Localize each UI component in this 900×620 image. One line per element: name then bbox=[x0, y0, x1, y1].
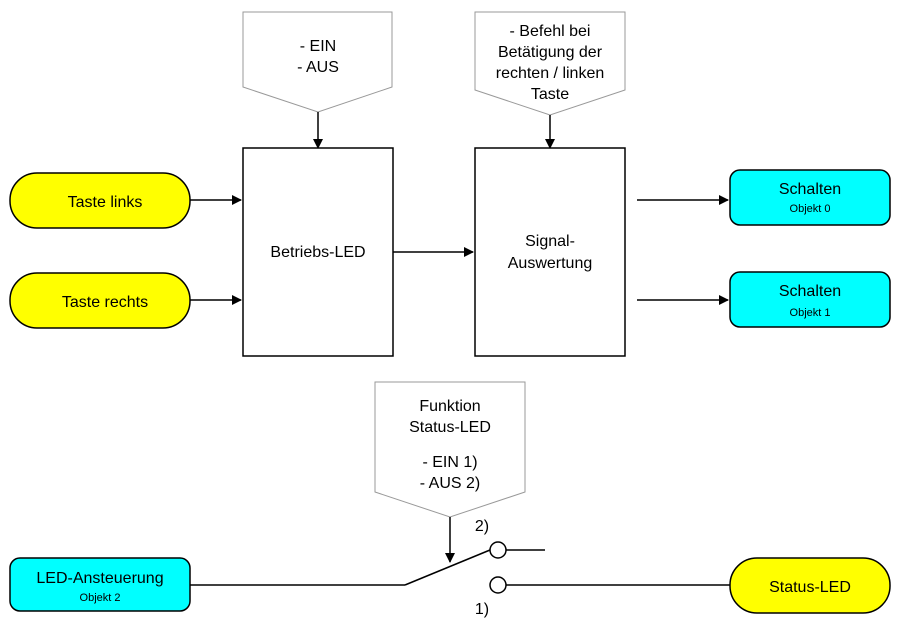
output-object: Objekt 0 bbox=[790, 203, 831, 215]
switch-lever bbox=[404, 549, 491, 586]
input-led-ansteuerung-objekt-2: LED-Ansteuerung Objekt 2 bbox=[9, 557, 191, 612]
pentagon-line: rechten / linken bbox=[496, 65, 605, 82]
block-betriebs-led: Betriebs-LED bbox=[242, 147, 394, 357]
output-label: Status-LED bbox=[769, 579, 851, 596]
pentagon-line: Status-LED bbox=[409, 419, 491, 436]
output-status-led: Status-LED bbox=[729, 557, 891, 614]
parameter-pentagon-ein-aus: - EIN - AUS bbox=[242, 11, 393, 113]
pentagon-line: Funktion bbox=[419, 398, 480, 415]
pentagon-line: Taste bbox=[531, 86, 569, 103]
input-label: Taste links bbox=[68, 194, 143, 211]
input-label: Taste rechts bbox=[62, 294, 148, 311]
output-object: Objekt 1 bbox=[790, 307, 831, 319]
pentagon-line: Betätigung der bbox=[498, 44, 603, 61]
contact-1 bbox=[489, 576, 507, 594]
pentagon-line: - AUS 2) bbox=[420, 475, 480, 492]
pentagon-line: - EIN 1) bbox=[422, 454, 477, 471]
switch: 2) 1) bbox=[190, 518, 730, 618]
block-label: Betriebs-LED bbox=[270, 244, 365, 261]
input-taste-rechts: Taste rechts bbox=[9, 272, 191, 329]
parameter-pentagon-befehl: - Befehl bei Betätigung der rechten / li… bbox=[474, 11, 626, 116]
parameter-pentagon-funktion: Funktion Status-LED - EIN 1) - AUS 2) bbox=[374, 381, 526, 518]
output-schalten-objekt-0: Schalten Objekt 0 bbox=[729, 169, 891, 226]
block-label: Signal- bbox=[525, 233, 575, 250]
contact-2 bbox=[489, 541, 507, 559]
input-title: LED-Ansteuerung bbox=[36, 570, 163, 587]
switch-position-label: 2) bbox=[475, 518, 489, 535]
input-object: Objekt 2 bbox=[80, 592, 121, 604]
pentagon-line: - EIN bbox=[300, 38, 336, 55]
block-signal-auswertung: Signal- Auswertung bbox=[474, 147, 626, 357]
pentagon-line: - AUS bbox=[297, 59, 339, 76]
pentagon-line: - Befehl bei bbox=[510, 23, 591, 40]
output-schalten-objekt-1: Schalten Objekt 1 bbox=[729, 271, 891, 328]
output-title: Schalten bbox=[779, 283, 841, 300]
output-title: Schalten bbox=[779, 181, 841, 198]
block-label: Auswertung bbox=[508, 255, 593, 272]
switch-position-label: 1) bbox=[475, 601, 489, 618]
input-taste-links: Taste links bbox=[9, 172, 191, 229]
